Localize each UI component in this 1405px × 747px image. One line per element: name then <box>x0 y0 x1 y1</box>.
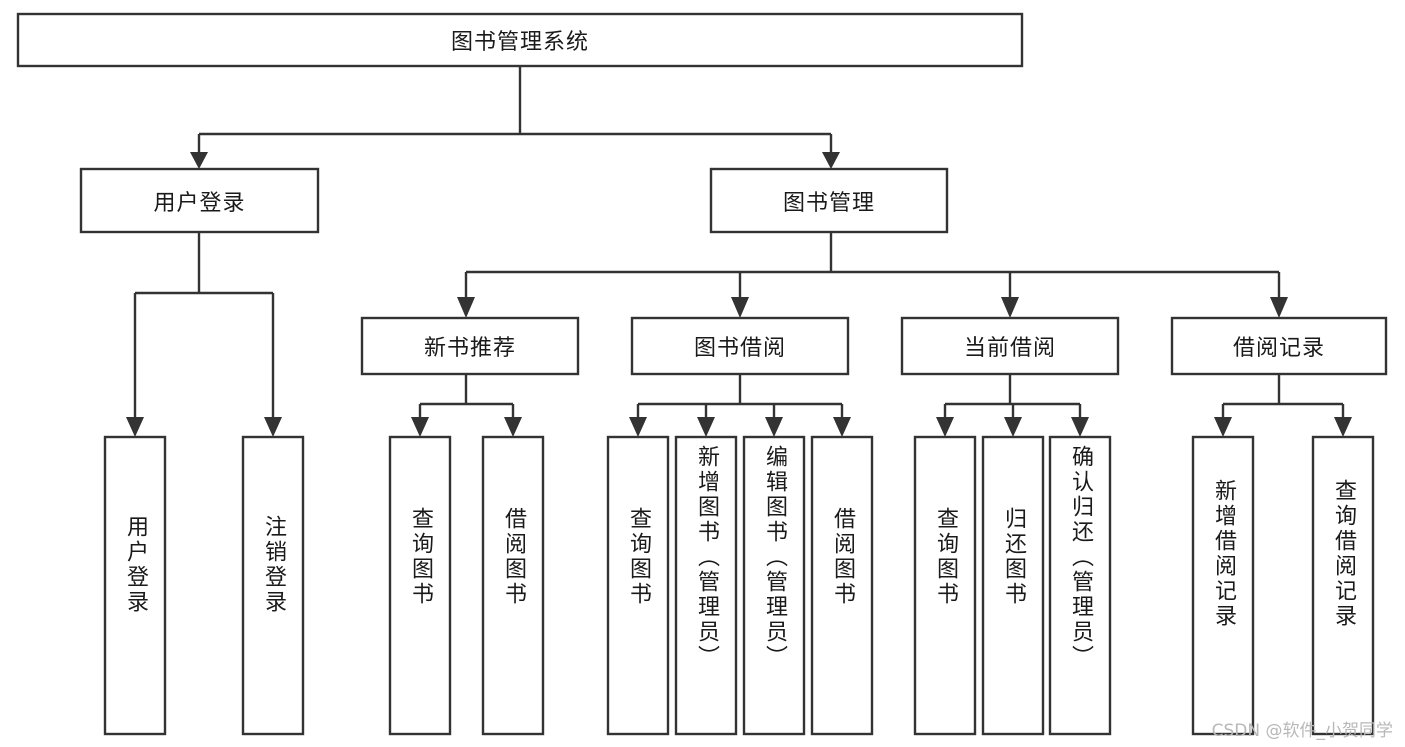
leaf-borrow-book-newbooks[interactable] <box>481 435 545 736</box>
leaf-query-book-newbooks[interactable] <box>388 435 452 736</box>
leaf-edit-book-admin[interactable] <box>742 435 806 736</box>
leaf-confirm-return-admin[interactable] <box>1048 435 1112 736</box>
leaf-logout[interactable] <box>241 435 305 736</box>
leaf-borrow-book-bookborrow[interactable] <box>810 435 874 736</box>
arrow-head-leaf-return-book <box>1004 417 1022 437</box>
node-book-management[interactable] <box>709 167 949 234</box>
arrow-head-borrowrecord <box>1270 297 1288 318</box>
arrow-head-currentborrow <box>1001 297 1019 318</box>
leaf-query-borrow-record[interactable] <box>1311 435 1375 736</box>
node-boxes <box>16 12 1388 736</box>
arrow-head-leaf-borrow-book-2 <box>833 417 851 437</box>
node-user-login[interactable] <box>79 167 320 234</box>
leaf-add-borrow-record[interactable] <box>1191 435 1255 736</box>
arrow-head-leaf-edit-book <box>765 417 783 437</box>
connectors <box>126 66 1352 437</box>
arrow-head-leaf-add-record <box>1214 417 1232 437</box>
leaf-user-login[interactable] <box>103 435 167 736</box>
leaf-return-book[interactable] <box>981 435 1045 736</box>
arrow-head-leaf-add-book <box>697 417 715 437</box>
leaf-query-book-current[interactable] <box>913 435 977 736</box>
arrow-head-leaf-query-book-3 <box>936 417 954 437</box>
node-current-borrow[interactable] <box>900 316 1120 376</box>
arrow-head-leaf-confirm-return <box>1071 417 1089 437</box>
node-root[interactable] <box>16 12 1024 68</box>
arrow-head-leaf-logout <box>264 417 282 437</box>
leaf-query-book-bookborrow[interactable] <box>606 435 670 736</box>
arrow-head-bookborrow <box>731 297 749 318</box>
leaf-add-book-admin[interactable] <box>674 435 738 736</box>
node-book-borrow[interactable] <box>630 316 850 376</box>
arrow-head-newbooks <box>457 297 475 318</box>
arrow-head-leaf-query-book-2 <box>629 417 647 437</box>
arrow-head-userlogin <box>190 152 208 169</box>
node-borrow-record[interactable] <box>1170 316 1388 376</box>
node-new-book-recommend[interactable] <box>360 316 580 376</box>
arrow-head-leaf-user-login <box>126 417 144 437</box>
arrow-head-bookmgmt <box>822 152 840 169</box>
arrow-head-leaf-query-book-1 <box>411 417 429 437</box>
arrow-head-leaf-query-record <box>1334 417 1352 437</box>
arrow-head-leaf-borrow-book-1 <box>504 417 522 437</box>
